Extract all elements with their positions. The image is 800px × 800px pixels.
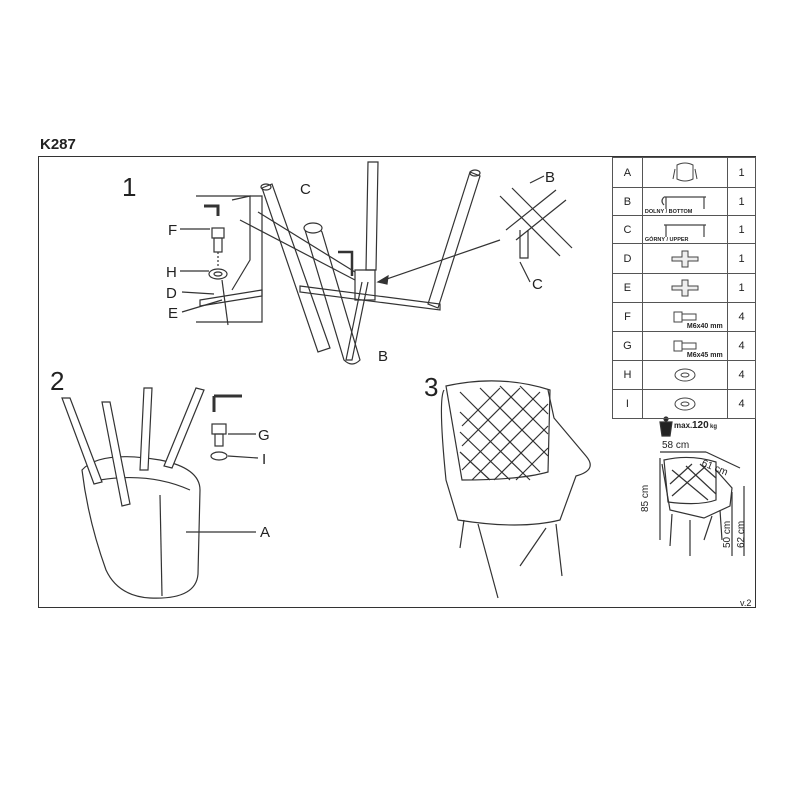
- part-caption: M6x45 mm: [686, 352, 723, 359]
- label-h: H: [166, 264, 177, 281]
- part-caption: GÓRNY / UPPER: [644, 237, 689, 243]
- part-quantity: 1: [727, 273, 756, 303]
- washer-icon: [643, 396, 727, 412]
- part-image-cell: [641, 243, 729, 274]
- bolt-icon: [643, 310, 727, 324]
- cross-plate-icon: [643, 249, 727, 269]
- label-c-right: C: [532, 276, 543, 293]
- bottom-frame-icon: [643, 193, 727, 211]
- step2-seat-drawing: [61, 387, 259, 599]
- part-letter: C: [612, 215, 643, 244]
- dim-height: 85 cm: [640, 484, 651, 512]
- part-letter: I: [612, 389, 643, 419]
- version-label: v.2: [740, 598, 752, 608]
- model-number: K287: [40, 136, 76, 153]
- label-a: A: [260, 524, 271, 541]
- dim-arm-height: 62 cm: [736, 520, 747, 548]
- dim-seat-height: 50 cm: [722, 520, 733, 548]
- upper-frame-icon: [643, 221, 727, 239]
- weight-icon: [659, 416, 673, 437]
- part-quantity: 1: [727, 187, 756, 216]
- part-image-cell: [641, 360, 729, 390]
- step-2-number: 2: [50, 366, 65, 396]
- dimension-sketch: [659, 451, 745, 556]
- max-load-label: max.: [674, 421, 693, 430]
- part-image-cell: DOLNY / BOTTOM: [641, 187, 729, 216]
- part-image-cell: M6x45 mm: [641, 331, 729, 361]
- part-quantity: 1: [727, 243, 756, 274]
- label-f: F: [168, 222, 178, 239]
- label-c-top: C: [300, 181, 311, 198]
- label-b-right: B: [545, 169, 556, 186]
- label-g: G: [258, 427, 270, 444]
- part-letter: E: [612, 273, 643, 303]
- part-image-cell: [641, 389, 729, 419]
- label-i: I: [262, 451, 267, 468]
- part-letter: D: [612, 243, 643, 274]
- max-load-value: 120: [692, 420, 709, 431]
- step1-detail-inset: [180, 195, 263, 326]
- part-letter: H: [612, 360, 643, 390]
- part-image-cell: [641, 273, 729, 303]
- part-letter: A: [612, 157, 643, 188]
- part-quantity: 4: [727, 331, 756, 361]
- part-letter: G: [612, 331, 643, 361]
- step3-chair-drawing: [440, 380, 591, 599]
- step1-detail-right: [499, 175, 573, 283]
- part-quantity: 4: [727, 360, 756, 390]
- bolt-icon: [643, 339, 727, 353]
- max-load-unit: kg: [710, 424, 718, 430]
- instructions-frame: [38, 156, 756, 608]
- washer-icon: [643, 367, 727, 383]
- part-letter: F: [612, 302, 643, 332]
- dim-width: 58 cm: [662, 440, 690, 451]
- cross-plate-icon: [643, 278, 727, 298]
- part-image-cell: GÓRNY / UPPER: [641, 215, 729, 244]
- part-caption: M6x40 mm: [686, 323, 723, 330]
- part-image-cell: M6x40 mm: [641, 302, 729, 332]
- step1-frame-drawing: [239, 161, 501, 365]
- parts-row: G M6x45 mm 4: [612, 331, 756, 361]
- part-quantity: 1: [727, 157, 756, 188]
- part-quantity: 1: [727, 215, 756, 244]
- label-b-bottom: B: [378, 348, 389, 365]
- step-1-number: 1: [122, 172, 137, 202]
- part-quantity: 4: [727, 389, 756, 419]
- step-3-number: 3: [424, 372, 439, 402]
- label-d: D: [166, 285, 177, 302]
- part-letter: B: [612, 187, 643, 216]
- part-quantity: 4: [727, 302, 756, 332]
- parts-row: F M6x40 mm 4: [612, 302, 756, 332]
- label-e: E: [168, 305, 179, 322]
- part-caption: DOLNY / BOTTOM: [644, 209, 693, 215]
- part-image-cell: [641, 157, 729, 188]
- seat-icon: [643, 161, 727, 185]
